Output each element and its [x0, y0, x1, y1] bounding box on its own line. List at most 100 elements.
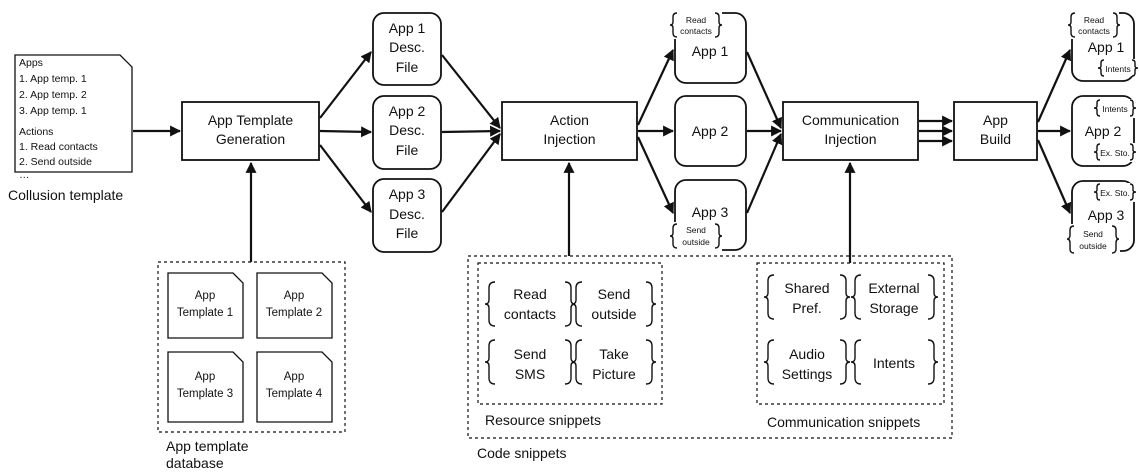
app-template-database: App Template 1 App Template 2 App Templa…: [167, 272, 333, 423]
svg-text:Send: Send: [514, 346, 547, 362]
app-template-label: Template 3: [177, 388, 233, 400]
injected-app-2: App 2: [674, 95, 747, 167]
desc-file-label: Desc.: [389, 39, 425, 55]
svg-text:Read: Read: [513, 286, 546, 302]
svg-text:Intents: Intents: [873, 355, 915, 371]
built-app-3: Ex. Sto. App 3 Send outside: [1066, 180, 1138, 257]
collusion-template-doc: Apps 1. App temp. 1 2. App temp. 2 3. Ap…: [14, 54, 133, 181]
desc-file-label: File: [396, 142, 419, 158]
app-template-generation-label: Generation: [216, 131, 285, 147]
collusion-line: 1. Read contacts: [19, 141, 98, 153]
svg-text:App 1: App 1: [692, 43, 729, 59]
desc-file-label: Desc.: [389, 122, 425, 138]
action-injection-label: Action: [550, 112, 589, 128]
communication-injection-box: [782, 101, 919, 161]
comm-snippet-audio-settings: Audio Settings: [763, 339, 851, 385]
svg-text:Send: Send: [1083, 229, 1103, 239]
svg-text:Send: Send: [686, 225, 706, 235]
svg-text:contacts: contacts: [680, 26, 712, 36]
desc-file-label: File: [396, 225, 419, 241]
built-app-2: Intents App 2 Ex. Sto.: [1071, 95, 1138, 167]
svg-text:App 1: App 1: [1088, 39, 1125, 55]
svg-text:Ex. Sto.: Ex. Sto.: [1100, 188, 1130, 198]
svg-text:External: External: [868, 280, 919, 296]
communication-snippets-caption: Communication snippets: [767, 414, 920, 430]
app-template-database-caption: database: [166, 455, 224, 471]
collusion-line: 2. App temp. 2: [19, 89, 87, 101]
comm-snippet-intents: Intents: [850, 339, 939, 385]
code-snippets-frame: [467, 255, 953, 439]
app-template-label: Template 1: [177, 307, 233, 319]
svg-text:App 3: App 3: [692, 204, 729, 220]
svg-text:App 2: App 2: [692, 123, 729, 139]
injected-app-1: Read contacts App 1: [669, 10, 747, 84]
desc-file-app-1: App 1 Desc. File: [372, 12, 442, 86]
built-app-1: Read contacts App 1 Intents: [1067, 10, 1139, 82]
svg-text:Settings: Settings: [782, 366, 833, 382]
svg-text:SMS: SMS: [515, 366, 545, 382]
desc-file-label: Desc.: [389, 206, 425, 222]
svg-text:Send: Send: [598, 286, 631, 302]
svg-text:outside: outside: [1079, 241, 1107, 251]
app-template-generation-box: [181, 101, 320, 161]
svg-text:contacts: contacts: [504, 306, 556, 322]
app-template-label: Template 4: [266, 388, 323, 400]
svg-text:Read: Read: [686, 15, 707, 25]
app-template-label: Template 2: [266, 307, 322, 319]
collusion-line: …: [19, 169, 30, 181]
resource-snippet-read-contacts: Read contacts: [484, 281, 576, 327]
collusion-line: Apps: [19, 57, 43, 69]
collusion-line: Actions: [19, 126, 53, 138]
svg-text:App 2: App 2: [1085, 123, 1122, 139]
svg-text:Storage: Storage: [869, 300, 918, 316]
svg-text:outside: outside: [682, 237, 710, 247]
collusion-line: 1. App temp. 1: [19, 73, 87, 85]
desc-file-label: App 2: [389, 103, 426, 119]
svg-text:Read: Read: [1084, 15, 1105, 25]
app-template-label: App: [284, 290, 304, 302]
svg-text:Ex. Sto.: Ex. Sto.: [1100, 148, 1130, 158]
desc-file-label: App 1: [389, 20, 426, 36]
injected-app-3: App 3 Send outside: [669, 179, 747, 253]
svg-text:Audio: Audio: [789, 346, 825, 362]
collusion-template-caption: Collusion template: [8, 187, 123, 203]
action-injection-box: [501, 101, 638, 161]
svg-text:Intents: Intents: [1102, 104, 1128, 114]
svg-text:Pref.: Pref.: [792, 300, 822, 316]
collusion-line: 2. Send outside: [19, 156, 92, 168]
svg-text:Picture: Picture: [592, 366, 636, 382]
app-template-label: App: [195, 371, 215, 383]
svg-text:Take: Take: [599, 346, 629, 362]
svg-text:Intents: Intents: [1105, 64, 1131, 74]
action-injection-label: Injection: [543, 131, 595, 147]
communication-injection-label: Injection: [824, 131, 876, 147]
svg-text:outside: outside: [591, 306, 636, 322]
resource-snippet-send-outside: Send outside: [571, 281, 657, 327]
app-template-label: App: [284, 371, 304, 383]
desc-file-app-3: App 3 Desc. File: [372, 178, 442, 253]
app-template-label: App: [195, 290, 215, 302]
comm-snippet-external-storage: External Storage: [850, 274, 939, 320]
resource-snippets-frame: [477, 262, 663, 405]
app-build-label: App: [983, 112, 1008, 128]
resource-snippet-take-picture: Take Picture: [571, 339, 657, 385]
svg-text:Shared: Shared: [784, 280, 829, 296]
app-build-label: Build: [980, 131, 1011, 147]
desc-file-label: File: [396, 59, 419, 75]
app-build-box: [953, 101, 1038, 161]
app-template-database-caption: App template: [166, 438, 249, 454]
app-template-generation-label: App Template: [208, 112, 294, 128]
flow-arrows: [133, 48, 1072, 263]
desc-file-app-2: App 2 Desc. File: [372, 95, 442, 170]
comm-snippet-shared-pref: Shared Pref.: [763, 274, 851, 320]
communication-injection-label: Communication: [802, 112, 899, 128]
svg-text:App 3: App 3: [1088, 207, 1125, 223]
communication-snippets-frame: [756, 262, 945, 405]
collusion-line: 3. App temp. 1: [19, 105, 87, 117]
resource-snippet-send-sms: Send SMS: [484, 339, 576, 385]
resource-snippets-caption: Resource snippets: [485, 412, 601, 428]
app-template-database-frame: [157, 261, 346, 433]
desc-file-label: App 3: [389, 186, 426, 202]
code-snippets-caption: Code snippets: [477, 445, 567, 461]
